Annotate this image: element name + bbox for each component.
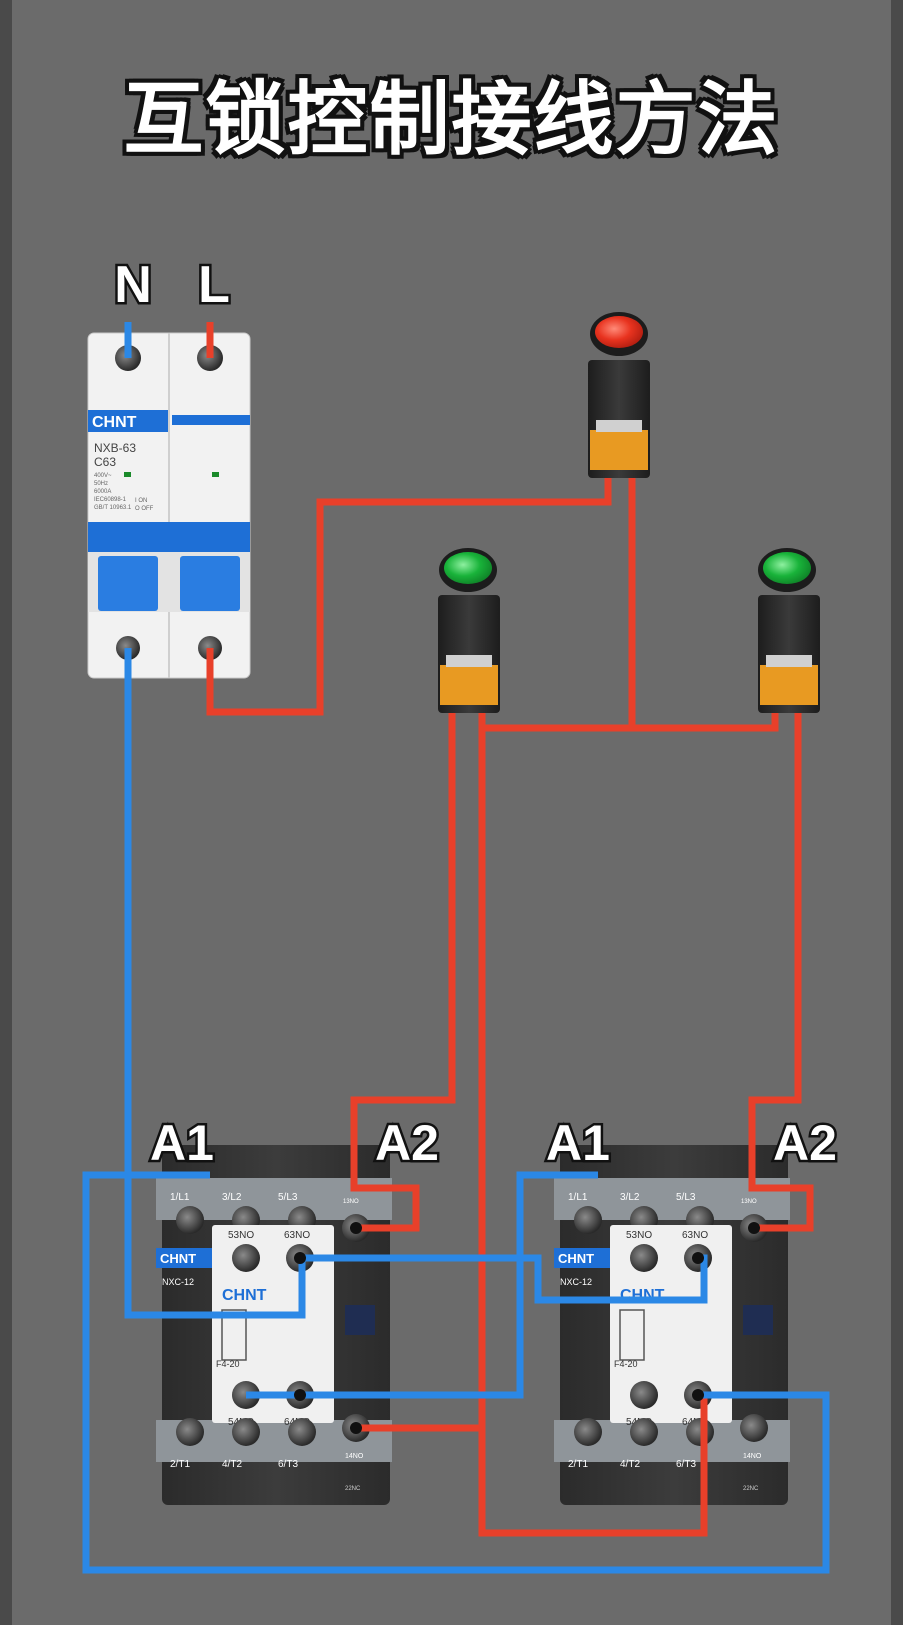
c2-screw	[686, 1418, 714, 1446]
live-label: L	[198, 256, 230, 314]
c1-aux-screw	[232, 1244, 260, 1272]
c2-screw	[740, 1414, 768, 1442]
breaker-on-label: I ON	[135, 498, 147, 504]
c2-terminal-l2: 3/L2	[620, 1192, 640, 1203]
page-title: 互锁控制接线方法	[123, 73, 780, 166]
c1-aux-53no: 53NO	[228, 1230, 254, 1241]
c1-model: NXC-12	[162, 1277, 194, 1287]
breaker-brand: CHNT	[92, 414, 137, 431]
c1-terminal-l1: 1/L1	[170, 1192, 190, 1203]
c1-a1-label: A1	[150, 1115, 214, 1171]
c1-screw	[232, 1418, 260, 1446]
c1-aux-63no: 63NO	[284, 1230, 310, 1241]
start-button-1	[438, 548, 500, 713]
breaker-off-label: O OFF	[135, 506, 154, 512]
neutral-to-interlock-wire	[124, 648, 708, 1319]
breaker-spec-1: 400V~	[94, 473, 112, 479]
stop-button-cap	[595, 316, 643, 348]
c2-terminal-22nc: 22NC	[743, 1486, 759, 1492]
c2-aux-model: F4-20	[614, 1359, 638, 1369]
neutral-wires	[82, 322, 830, 1574]
c2-terminal-l1: 1/L1	[568, 1192, 588, 1203]
breaker-spec-2: 50Hz	[94, 481, 108, 487]
c1-a1-loop-wire	[82, 1171, 830, 1574]
stop-button	[588, 312, 650, 478]
c2-a2-label: A2	[773, 1115, 837, 1171]
c2-terminal-t2: 4/T2	[620, 1459, 640, 1470]
c2-a1-label: A1	[546, 1115, 610, 1171]
start-button-2	[758, 548, 820, 713]
c1-terminal-l2: 3/L2	[222, 1192, 242, 1203]
contactor-2: 1/L1 3/L2 5/L3 13NO CHNT NXC-12 53NO 63N…	[554, 1145, 790, 1505]
start-button-2-cap	[763, 552, 811, 584]
breaker-model: NXB-63	[94, 441, 136, 455]
live-to-stop-wire	[206, 478, 612, 716]
c1-aux-model: F4-20	[216, 1359, 240, 1369]
start-feed-bus-wire	[478, 713, 779, 732]
c2-aux-63no: 63NO	[682, 1230, 708, 1241]
c2-aux-screw	[630, 1381, 658, 1409]
c2-terminal-13no: 13NO	[741, 1199, 757, 1205]
c2-model: NXC-12	[560, 1277, 592, 1287]
c1-terminal-t1: 2/T1	[170, 1459, 190, 1470]
c1-interlock-to-c2-a1-wire	[246, 1171, 598, 1399]
breaker-spec-4: IEC60898-1	[94, 497, 127, 503]
c2-screw	[630, 1418, 658, 1446]
start-1-to-c1-a2-wire	[350, 713, 456, 1232]
start-button-1-cap	[444, 552, 492, 584]
start-2-to-c2-a2-wire	[748, 713, 814, 1232]
c1-aux-brand: CHNT	[222, 1287, 267, 1304]
c1-brand: CHNT	[160, 1251, 196, 1266]
breaker-spec-5: GB/T 10963.1	[94, 505, 132, 511]
c2-screw	[574, 1418, 602, 1446]
c2-aux-screw	[630, 1244, 658, 1272]
c2-terminal-14no: 14NO	[743, 1453, 762, 1460]
c1-terminal-l3: 5/L3	[278, 1192, 298, 1203]
neutral-label: N	[114, 256, 152, 314]
contactor-1: 1/L1 3/L2 5/L3 13NO CHNT NXC-12 53NO 63N…	[156, 1145, 392, 1505]
breaker-spec-3: 6000A	[94, 489, 111, 495]
c1-a2-label: A2	[375, 1115, 439, 1171]
c2-aux-53no: 53NO	[626, 1230, 652, 1241]
c1-screw	[176, 1206, 204, 1234]
c1-terminal-14no: 14NO	[345, 1453, 364, 1460]
c2-terminal-t3: 6/T3	[676, 1459, 696, 1470]
c1-screw	[176, 1418, 204, 1446]
c1-terminal-22nc: 22NC	[345, 1486, 361, 1492]
c2-brand: CHNT	[558, 1251, 594, 1266]
c1-terminal-13no: 13NO	[343, 1199, 359, 1205]
c1-terminal-t2: 4/T2	[222, 1459, 242, 1470]
c1-screw	[288, 1418, 316, 1446]
breaker-rating: C63	[94, 455, 116, 469]
c2-terminal-t1: 2/T1	[568, 1459, 588, 1470]
c2-screw	[574, 1206, 602, 1234]
c1-terminal-t3: 6/T3	[278, 1459, 298, 1470]
circuit-breaker: CHNT NXB-63 C63 400V~ 50Hz 6000A IEC6089…	[87, 332, 251, 679]
c2-terminal-l3: 5/L3	[676, 1192, 696, 1203]
